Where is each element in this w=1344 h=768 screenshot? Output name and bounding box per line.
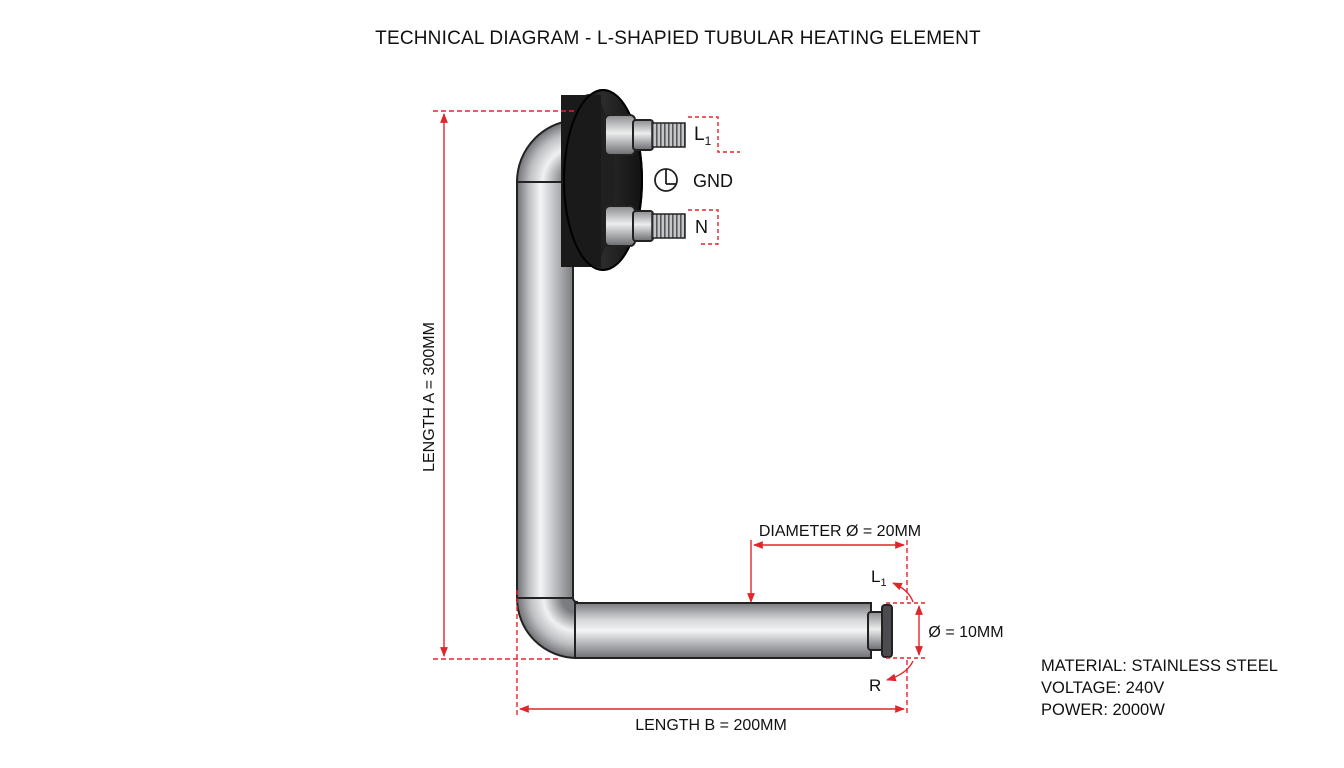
terminal-brackets [688, 116, 740, 245]
gnd-label: GND [693, 171, 733, 191]
material-spec: MATERIAL: STAINLESS STEEL [1041, 657, 1278, 675]
voltage-spec: VOLTAGE: 240V [1041, 679, 1165, 697]
ground-icon [654, 168, 678, 192]
end-diameter-dimension [886, 582, 928, 682]
end-r-label: R [869, 676, 881, 695]
diameter-label: DIAMETER Ø = 20MM [759, 523, 921, 540]
length-a-dimension [433, 110, 575, 660]
terminal-n [604, 205, 686, 247]
power-spec: POWER: 2000W [1041, 701, 1165, 719]
n-label: N [695, 217, 708, 237]
terminal-l1-label: L1 [694, 124, 712, 148]
terminal-l1 [604, 114, 686, 156]
diameter-dimension [747, 540, 908, 603]
length-a-label: LENGTH A = 300MM [421, 322, 438, 472]
end-diameter-label: Ø = 10MM [928, 624, 1003, 641]
spec-block: MATERIAL: STAINLESS STEEL VOLTAGE: 240V … [1041, 655, 1278, 721]
end-l1-label: L1 [871, 567, 887, 589]
diagram-title: TECHNICAL DIAGRAM - L-SHAPIED TUBULAR HE… [375, 28, 981, 49]
length-b-label: LENGTH B = 200MM [635, 717, 787, 734]
